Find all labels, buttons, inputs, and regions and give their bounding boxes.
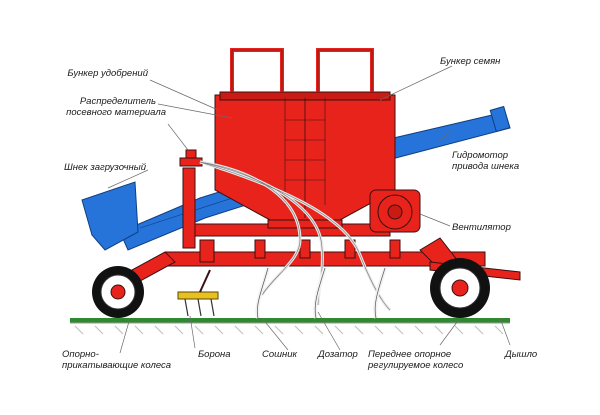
label-hydromotor-line2: привода шнека (452, 161, 520, 172)
label-drawbar: Дышло (505, 349, 538, 360)
harrow (177, 269, 219, 317)
label-distributor-line2: посевного материала (66, 107, 166, 118)
label-hydromotor-line1: Гидромотор (452, 150, 509, 161)
label-support-wheels-line1: Опорно- (62, 349, 99, 360)
distributor-head (179, 149, 203, 167)
front-wheel (430, 258, 490, 318)
hopper (214, 48, 396, 229)
rear-wheel (92, 266, 144, 318)
leader-lines (107, 65, 511, 354)
label-distributor-line1: Распределитель (79, 96, 156, 107)
label-support-wheels-line2: прикатывающие колеса (62, 360, 172, 371)
fan (369, 189, 421, 233)
label-metering-unit: Дозатор (318, 349, 358, 360)
label-front-wheel-line2: регулируемое колесо (368, 360, 464, 371)
label-loading-auger: Шнек загрузочный (64, 162, 146, 173)
ground (70, 318, 510, 335)
label-front-wheel-line1: Переднее опорное (368, 349, 452, 360)
label-fan: Вентилятор (452, 222, 511, 233)
label-opener: Сошник (262, 349, 298, 360)
label-fertilizer-hopper: Бункер удобрений (67, 68, 148, 79)
label-seed-hopper: Бункер семян (440, 56, 501, 67)
label-harrow: Борона (198, 349, 231, 360)
frame (109, 167, 521, 293)
